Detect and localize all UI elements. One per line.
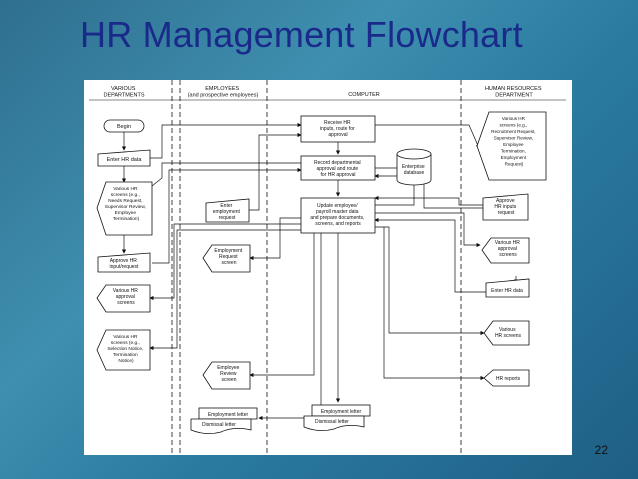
- svg-text:Employment letter: Employment letter: [321, 409, 362, 415]
- svg-text:Approve HR inputs: Approve HR inputs request: [494, 198, 517, 216]
- svg-text:Various HR approval: Various HR approval screens: [495, 240, 522, 258]
- lane-header-computer: COMPUTER: [348, 92, 380, 98]
- node-enter-employment-request: Enter employment request: [205, 198, 250, 223]
- svg-text:Various HR screens (: Various HR screens (e.g., Needs Request,…: [105, 186, 147, 222]
- node-various-hr-screens-hr: Various HR screens: [483, 320, 530, 346]
- svg-text:Enterprise database: Enterprise database: [402, 164, 426, 176]
- svg-text:Employment letter: Employment letter: [208, 412, 249, 418]
- svg-text:Various HR screens (: Various HR screens (e.g., Selection Noti…: [107, 334, 144, 364]
- svg-text:Dismissal letter: Dismissal letter: [315, 419, 349, 425]
- lane-header-various: VARIOUS DEPARTMENTS: [103, 86, 144, 99]
- svg-text:Employee Review: Employee Review screen: [217, 365, 241, 383]
- flowchart-diagram: VARIOUS DEPARTMENTS EMPLOYEES (and prosp…: [89, 80, 566, 455]
- svg-text:Enter HR data: Enter HR data: [491, 288, 523, 294]
- flowchart-panel: VARIOUS DEPARTMENTS EMPLOYEES (and prosp…: [84, 80, 572, 455]
- node-enter-hr-data-left: Enter HR data: [97, 149, 151, 167]
- node-approve-hr-inputs-hr: Approve HR inputs request: [482, 193, 529, 221]
- node-various-approval-left: Various HR approval screens: [96, 284, 151, 313]
- node-hr-reports: HR reports: [483, 369, 530, 387]
- node-update-files: Update employee/ payroll master data and…: [300, 197, 376, 234]
- node-various-screens-hr: Various HR screens (e.g., Recruitment Re…: [476, 111, 547, 181]
- node-various-screens-1: Various HR screens (e.g., Needs Request,…: [96, 181, 153, 236]
- lane-header-employees: EMPLOYEES (and prospective employees): [188, 86, 259, 99]
- svg-text:Approve HR input/req: Approve HR input/request: [110, 258, 140, 270]
- node-various-screens-2: Various HR screens (e.g., Selection Noti…: [96, 329, 151, 371]
- svg-text:Enter employment: Enter employment request: [213, 203, 242, 221]
- svg-text:HR reports: HR reports: [496, 376, 521, 382]
- enterprise-database-icon: Enterprise database: [396, 148, 432, 186]
- node-employment-request-screen: Employment Request screen: [202, 244, 251, 273]
- node-receive-inputs: Receive HR inputs, route for approval: [300, 115, 376, 143]
- svg-text:Dismissal letter: Dismissal letter: [202, 422, 236, 428]
- svg-text:Various HR screens (: Various HR screens (e.g., Recruitment Re…: [491, 116, 537, 167]
- node-employee-review-screen: Employee Review screen: [202, 361, 251, 390]
- node-approve-hr-input: Approve HR input/request: [97, 252, 151, 273]
- svg-text:Receive HR inputs, r: Receive HR inputs, route for approval: [320, 120, 356, 138]
- node-letters-mid: Employment letter Dismissal letter: [303, 404, 371, 431]
- svg-text:Various HR approval: Various HR approval screens: [113, 288, 140, 306]
- svg-text:Record departmental: Record departmental approval and route f…: [314, 160, 362, 178]
- svg-text:Employment Request: Employment Request screen: [214, 248, 243, 266]
- node-letters-left: Employment letter Dismissal letter: [190, 407, 258, 434]
- svg-text:Begin: Begin: [117, 124, 131, 130]
- svg-text:Enter HR data: Enter HR data: [107, 157, 143, 163]
- node-various-approval-hr: Various HR approval screens: [481, 237, 530, 264]
- svg-text:Various HR screens: Various HR screens: [495, 327, 522, 339]
- page-number: 22: [594, 443, 608, 457]
- node-record-approval: Record departmental approval and route f…: [300, 155, 376, 181]
- svg-text:Update employee/ pay: Update employee/ payroll master data and…: [310, 203, 366, 227]
- lane-header-hr: HUMAN RESOURCES DEPARTMENT: [485, 86, 543, 99]
- slide-title: HR Management Flowchart: [80, 14, 523, 55]
- node-begin: Begin: [103, 119, 145, 133]
- node-enter-hr-data-hr: Enter HR data: [485, 278, 530, 298]
